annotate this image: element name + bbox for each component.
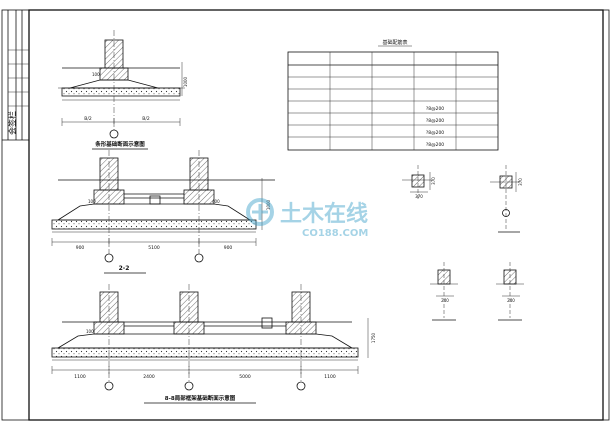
strip-dim-left: B/2	[84, 116, 92, 122]
d1-height: 370	[431, 177, 436, 185]
s22-offset-left: 100	[88, 199, 96, 204]
section-8-8-title: 8-8局部框架基础断面示意图	[165, 394, 236, 402]
s22-dim-c: 900	[224, 245, 233, 251]
column-detail-4: 240	[496, 262, 524, 321]
rebar-schedule-table: 基础配筋表 ?8@200 ?8@200 ?8@200 ?8@200	[287, 39, 499, 151]
strip-foundation-section: B/2 B/2 1000 100 条形基础断面示意图	[58, 30, 188, 150]
s88-offset-left: 100	[86, 329, 94, 334]
s22-dim-height: 1000	[266, 199, 271, 210]
s22-offset-right: 400	[212, 199, 220, 204]
d3-width: 240	[441, 298, 449, 303]
column-detail-2: 370	[490, 165, 523, 233]
strip-dim-height: 1000	[183, 76, 188, 87]
s22-dim-a: 900	[76, 245, 85, 251]
watermark-main: 土木在线	[280, 201, 368, 227]
rebar-cell-2: ?8@200	[426, 118, 444, 124]
strip-section-title: 条形基础断面示意图	[94, 140, 145, 148]
watermark-sub: CO188.COM	[302, 228, 368, 239]
strip-dim-right: B/2	[142, 116, 150, 122]
rebar-cell-4: ?8@200	[426, 142, 444, 148]
d2-height: 370	[518, 178, 523, 186]
s88-dim-height: 1750	[371, 332, 376, 343]
d1-width: 370	[415, 194, 423, 199]
section-2-2-title: 2-2	[119, 265, 130, 272]
d4-width: 240	[507, 298, 515, 303]
section-2-2: 900 5100 900 1000 100 400 2-2	[51, 150, 275, 274]
s88-dim-c: 5000	[239, 374, 251, 380]
title-block-label: 会签栏	[7, 111, 17, 135]
rebar-cell-1: ?8@200	[426, 106, 444, 112]
s22-dim-b: 5100	[148, 245, 160, 251]
section-8-8: 1100 2400 5000 1100 1750 100 8-8局部框架基础断面…	[51, 284, 376, 404]
strip-dim-leftmark: 100	[92, 72, 100, 77]
s88-dim-a: 1100	[74, 374, 86, 380]
title-block: 会签栏	[2, 10, 29, 141]
s88-dim-b: 2400	[143, 374, 155, 380]
column-detail-1: 370 370	[402, 165, 436, 200]
watermark: 土木在线 CO188.COM	[246, 198, 368, 239]
column-detail-3: 240	[430, 262, 458, 321]
rebar-cell-3: ?8@200	[426, 130, 444, 136]
schedule-title: 基础配筋表	[382, 39, 407, 46]
sheet-frame	[1, 9, 610, 421]
s88-dim-d: 1100	[324, 374, 336, 380]
